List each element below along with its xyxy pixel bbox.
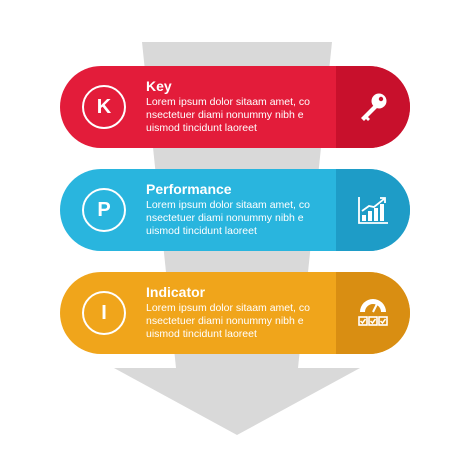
desc-line: uismod tincidunt laoreet (146, 225, 257, 237)
growth-chart-icon (358, 197, 388, 224)
letter-badge-i: I (82, 291, 126, 335)
desc-line: nsectetuer diami nonummy nibh e (146, 109, 304, 121)
band-title-indicator: Indicator (146, 284, 206, 300)
letter-badge-k: K (82, 85, 126, 129)
desc-line: uismod tincidunt laoreet (146, 122, 257, 134)
band-description-indicator: Lorem ipsum dolor sitaam amet, co nsecte… (146, 302, 336, 341)
key-icon (361, 93, 387, 121)
desc-line: Lorem ipsum dolor sitaam amet, co (146, 302, 310, 314)
band-description-key: Lorem ipsum dolor sitaam amet, co nsecte… (146, 96, 336, 135)
icon-panel-performance (336, 169, 410, 251)
icon-panel-key (336, 66, 410, 148)
band-title-key: Key (146, 78, 172, 94)
band-key: K Key Lorem ipsum dolor sitaam amet, co … (60, 66, 410, 148)
desc-line: Lorem ipsum dolor sitaam amet, co (146, 96, 310, 108)
gauge-checklist-icon (358, 299, 388, 326)
desc-line: Lorem ipsum dolor sitaam amet, co (146, 199, 310, 211)
band-performance: P Performance Lorem ipsum dolor sitaam a… (60, 169, 410, 251)
icon-panel-indicator (336, 272, 410, 354)
desc-line: nsectetuer diami nonummy nibh e (146, 315, 304, 327)
desc-line: uismod tincidunt laoreet (146, 328, 257, 340)
band-indicator: I Indicator Lorem ipsum dolor sitaam ame… (60, 272, 410, 354)
desc-line: nsectetuer diami nonummy nibh e (146, 212, 304, 224)
band-description-performance: Lorem ipsum dolor sitaam amet, co nsecte… (146, 199, 336, 238)
band-title-performance: Performance (146, 181, 232, 197)
letter-badge-p: P (82, 188, 126, 232)
